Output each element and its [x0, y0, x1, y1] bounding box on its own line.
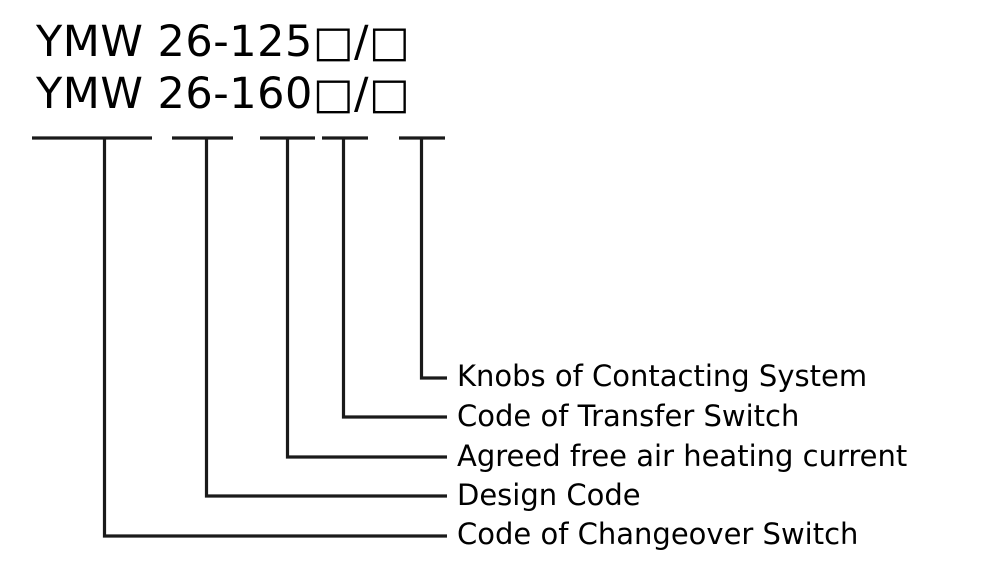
leader-line-changeover-switch — [102, 138, 447, 538]
leader-line-transfer-switch — [341, 138, 447, 419]
product-code-line-1: YMW 26-125□/□ — [36, 17, 411, 67]
leader-line-heating-current — [285, 138, 447, 459]
label-design-code: Design Code — [457, 478, 641, 512]
product-code-block: YMW 26-125□/□ YMW 26-160□/□ — [36, 16, 410, 120]
label-knobs-of-contacting-system: Knobs of Contacting System — [457, 359, 868, 393]
label-code-of-transfer-switch: Code of Transfer Switch — [457, 399, 800, 433]
leader-line-design-code — [204, 138, 447, 498]
product-code-line-2: YMW 26-160□/□ — [36, 69, 411, 119]
label-code-of-changeover-switch: Code of Changeover Switch — [457, 517, 859, 551]
label-agreed-free-air-heating-current: Agreed free air heating current — [457, 439, 908, 473]
leader-line-knobs — [419, 138, 447, 380]
